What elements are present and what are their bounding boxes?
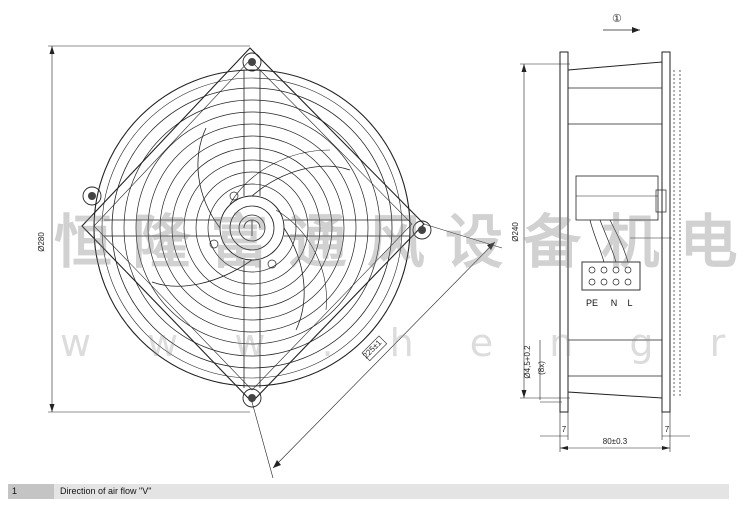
- watermark-url: w w w . h e n g r u i . c n: [60, 321, 750, 365]
- terminal-label-l: L: [627, 298, 632, 308]
- dim-diameter: Ø240: [511, 222, 520, 242]
- terminal-label-pe: PE: [586, 298, 598, 308]
- technical-drawing: Ø280 225±1: [37, 13, 750, 479]
- legend-text: Direction of air flow "V": [60, 486, 152, 496]
- flow-marker: ①: [612, 13, 622, 25]
- front-view: [48, 45, 503, 479]
- legend-number: 1: [8, 484, 54, 499]
- mounting-hole-bottom: [242, 388, 262, 408]
- dim-flange-left: 7: [562, 425, 567, 434]
- watermark-cn: 恒 隆 富 通 风 设 备 机 电: [54, 208, 738, 276]
- dim-hole: Ø4,5+0.2: [523, 345, 532, 379]
- dim-flange-right: 7: [665, 425, 670, 434]
- side-view: [520, 27, 690, 452]
- dim-hole-count: (8x): [537, 361, 546, 375]
- mounting-hole-top: [242, 52, 262, 72]
- mounting-hole-right: [412, 220, 432, 240]
- dim-depth: 80±0.3: [603, 437, 628, 446]
- mounting-hole-left: [82, 186, 102, 206]
- dim-overall-height: Ø280: [37, 232, 46, 252]
- terminal-label-n: N: [611, 298, 618, 308]
- legend-row: 1 Direction of air flow "V": [8, 484, 729, 499]
